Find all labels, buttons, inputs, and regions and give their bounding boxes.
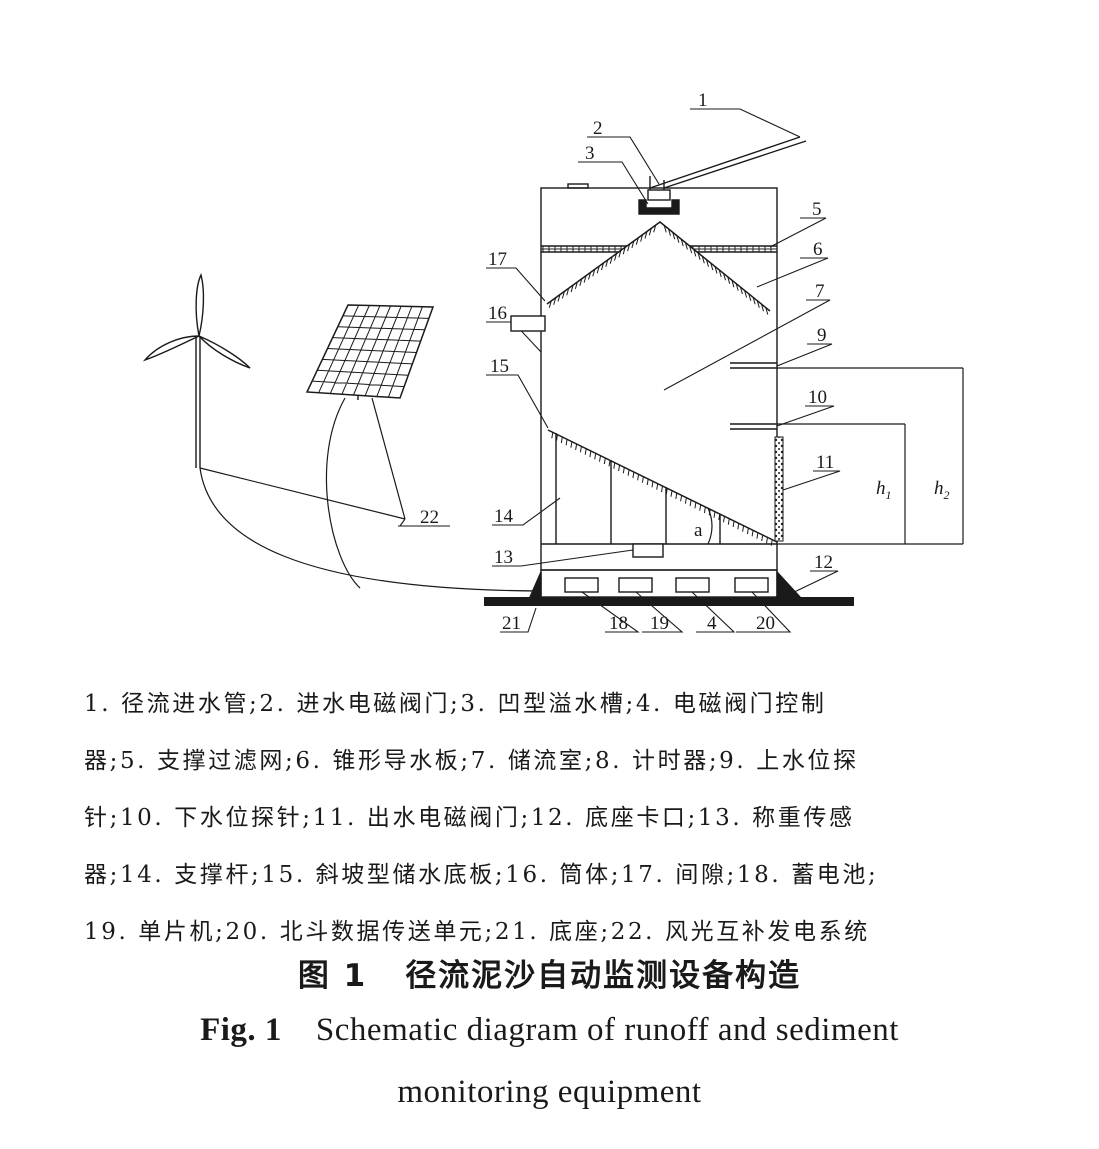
cone-guide-plate <box>546 221 771 315</box>
legend-line: 19. 单片机;20. 北斗数据传送单元;21. 底座;22. 风光互补发电系统 <box>84 919 870 945</box>
label-17: 17 <box>488 249 507 270</box>
water-level-dimension <box>777 367 964 545</box>
inlet-valve <box>647 189 671 201</box>
label-h2: h2 <box>934 478 950 502</box>
sloped-storage-floor <box>547 429 778 546</box>
label-6: 6 <box>813 239 823 260</box>
label-18: 18 <box>609 613 628 634</box>
figure-title-en-line1: Schematic diagram of runoff and sediment <box>315 1012 899 1048</box>
figure-title-cn: 径流泥沙自动监测设备构造 <box>405 958 802 994</box>
figure-caption-en: Fig. 1 Schematic diagram of runoff and se… <box>0 1012 1099 1049</box>
solar-panel <box>305 304 435 400</box>
cylinder-body <box>540 187 778 571</box>
leader-lines <box>398 108 841 633</box>
label-7: 7 <box>815 281 825 302</box>
label-5: 5 <box>812 199 822 220</box>
runoff-inlet-pipe <box>649 136 807 190</box>
label-19: 19 <box>650 613 669 634</box>
label-2: 2 <box>593 118 603 139</box>
outlet-valve <box>774 436 784 542</box>
label-20: 20 <box>756 613 775 634</box>
label-16: 16 <box>488 303 507 324</box>
label-4: 4 <box>707 613 717 634</box>
figure-number-cn: 图 1 <box>297 958 368 994</box>
label-10: 10 <box>808 387 827 408</box>
ground <box>484 597 854 606</box>
label-22: 22 <box>420 507 439 528</box>
label-15: 15 <box>490 356 509 377</box>
label-21: 21 <box>502 613 521 634</box>
mcu-box <box>618 577 653 593</box>
beidou-unit-box <box>734 577 769 593</box>
label-9: 9 <box>817 325 827 346</box>
legend-line: 1. 径流进水管;2. 进水电磁阀门;3. 凹型溢水槽;4. 电磁阀门控制 <box>84 691 827 717</box>
cylinder-body-marker <box>510 315 546 332</box>
label-14: 14 <box>494 506 514 527</box>
base <box>528 569 802 598</box>
figure-number-en: Fig. 1 <box>200 1012 282 1048</box>
figure-caption-cn: 图 1 径流泥沙自动监测设备构造 <box>0 950 1099 995</box>
weighing-sensor <box>632 543 664 558</box>
label-1: 1 <box>698 90 708 111</box>
label-angle: a <box>694 520 703 541</box>
component-legend: 1. 径流进水管;2. 进水电磁阀门;3. 凹型溢水槽;4. 电磁阀门控制 器;… <box>84 676 1044 961</box>
lower-water-probe <box>730 423 777 430</box>
equipment-schematic: 1 2 3 5 6 7 9 10 11 12 17 16 15 14 13 22… <box>142 90 964 634</box>
label-13: 13 <box>494 547 513 568</box>
legend-line: 器;5. 支撑过滤网;6. 锥形导水板;7. 储流室;8. 计时器;9. 上水位… <box>84 748 859 774</box>
slope-angle-arc <box>707 507 713 545</box>
legend-line: 针;10. 下水位探针;11. 出水电磁阀门;12. 底座卡口;13. 称重传感 <box>84 805 855 831</box>
legend-line: 器;14. 支撑杆;15. 斜坡型储水底板;16. 筒体;17. 间隙;18. … <box>84 862 879 888</box>
upper-water-probe <box>730 362 777 369</box>
label-12: 12 <box>814 552 833 573</box>
wind-turbine <box>142 273 251 468</box>
power-wiring <box>199 397 542 592</box>
label-11: 11 <box>816 452 834 473</box>
label-3: 3 <box>585 143 595 164</box>
overflow-trough <box>638 189 680 215</box>
support-rods <box>555 433 721 544</box>
label-h1: h1 <box>876 478 892 502</box>
battery-box <box>564 577 599 593</box>
figure-caption-en-line2: monitoring equipment <box>397 1074 702 1110</box>
